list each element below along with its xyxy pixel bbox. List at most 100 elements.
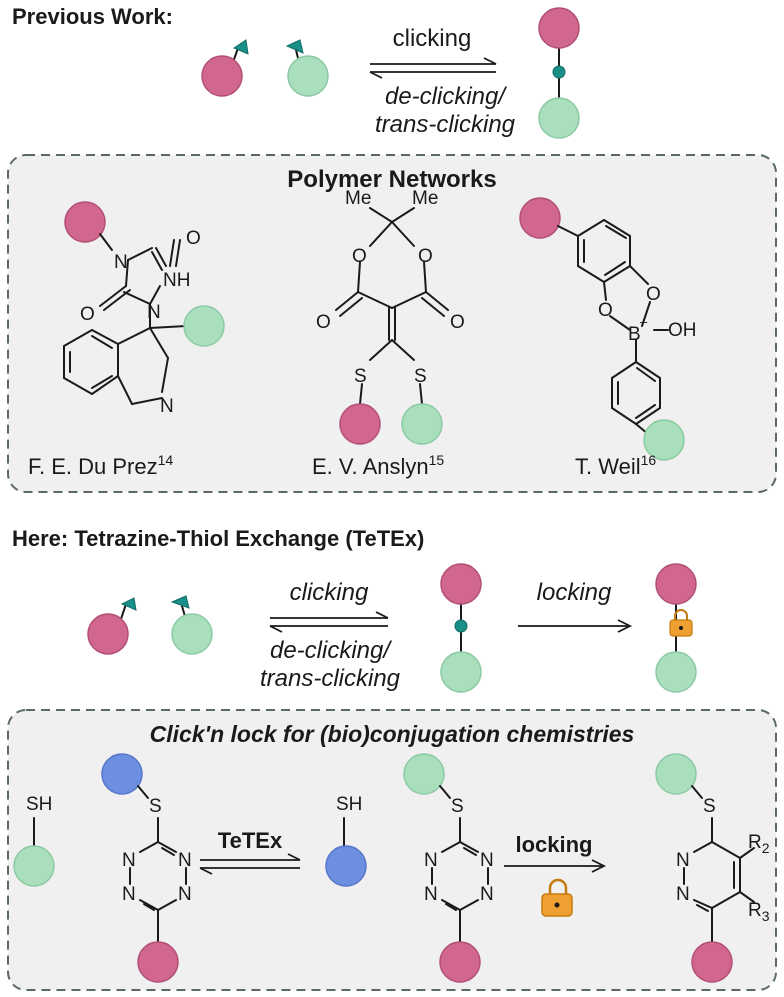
atom-label: O xyxy=(352,246,367,267)
structure-du-prez: O N NH O N N xyxy=(63,201,225,417)
lock-icon xyxy=(541,878,573,917)
here-heading: Here: Tetrazine-Thiol Exchange (TeTEx) xyxy=(12,526,424,551)
pink-sphere xyxy=(519,197,561,239)
blue-sphere xyxy=(325,845,367,887)
green-sphere xyxy=(643,419,685,461)
green-sphere xyxy=(287,55,329,97)
pink-sphere xyxy=(201,55,243,97)
atom-label: SH xyxy=(26,794,52,815)
prev-declicking-label: de-clicking/ xyxy=(385,83,507,110)
green-sphere xyxy=(171,613,213,655)
tetex-label: TeTEx xyxy=(218,828,283,853)
citation-weil: T. Weil16 xyxy=(575,452,656,479)
atom-label: Me xyxy=(412,188,438,209)
polymer-networks-title: Polymer Networks xyxy=(287,166,496,193)
green-sphere xyxy=(538,97,580,139)
atom-label: N xyxy=(147,302,161,323)
atom-label: O xyxy=(418,246,433,267)
click-handle-icon xyxy=(120,597,137,611)
blue-thiol: SH xyxy=(325,794,367,887)
pink-sphere xyxy=(655,563,697,605)
atom-label: – xyxy=(640,314,648,329)
tetrazine-green-pink: S N N N N xyxy=(403,753,494,983)
click-n-lock-panel xyxy=(7,709,777,991)
here-equilibrium-arrows xyxy=(269,611,389,633)
click-handle-icon xyxy=(232,39,249,55)
atom-label: N xyxy=(424,850,438,871)
pink-sphere xyxy=(64,201,106,243)
blue-sphere xyxy=(101,753,143,795)
linkage-dot-icon xyxy=(454,619,468,633)
pink-sphere xyxy=(538,7,580,49)
atom-label: OH xyxy=(668,320,697,341)
atom-label: O xyxy=(80,304,95,325)
atom-label: SH xyxy=(336,794,362,815)
atom-label: S xyxy=(149,796,162,817)
green-thiol: SH xyxy=(13,794,55,887)
atom-label: N xyxy=(122,850,136,871)
atom-label: N xyxy=(480,884,494,905)
prev-clicking-label: clicking xyxy=(393,25,472,52)
green-sphere xyxy=(655,651,697,693)
green-sphere xyxy=(401,403,443,445)
green-sphere xyxy=(13,845,55,887)
atom-label: B xyxy=(628,324,641,345)
atom-label: S xyxy=(703,796,716,817)
atom-label: N xyxy=(122,884,136,905)
here-clicking-label: clicking xyxy=(290,579,369,606)
atom-label: S xyxy=(414,366,427,387)
atom-label: N xyxy=(178,884,192,905)
atom-label: O xyxy=(450,312,465,333)
atom-label: N xyxy=(178,850,192,871)
atom-label: O xyxy=(646,284,661,305)
here-transclicking-label: trans-clicking xyxy=(260,665,401,692)
structure-anslyn: Me Me O O O O S S xyxy=(316,188,465,445)
atom-label: O xyxy=(186,228,201,249)
r2-label: R2 xyxy=(748,832,770,856)
linkage-dot-icon xyxy=(552,65,566,79)
atom-label: N xyxy=(424,884,438,905)
atom-label: N xyxy=(114,252,128,273)
green-sphere xyxy=(655,753,697,795)
pink-sphere xyxy=(439,941,481,983)
atom-label: O xyxy=(316,312,331,333)
here-locked-product xyxy=(655,563,697,693)
here-separate-partners xyxy=(87,595,213,655)
citation-anslyn: E. V. Anslyn15 xyxy=(312,452,444,479)
click-handle-icon xyxy=(170,595,190,609)
atom-label: Me xyxy=(345,188,371,209)
atom-label: S xyxy=(451,796,464,817)
atom-label: N xyxy=(676,850,690,871)
pyridazine-product: S N N R2 R3 xyxy=(655,753,770,983)
previous-work-heading: Previous Work: xyxy=(12,4,173,29)
atom-label: NH xyxy=(163,270,190,291)
prev-clicked-product xyxy=(538,7,580,139)
here-clicked-product xyxy=(440,563,482,693)
click-n-lock-title: Click'n lock for (bio)conjugation chemis… xyxy=(150,721,635,747)
structure-weil: O O B – OH xyxy=(519,197,697,461)
pink-sphere xyxy=(440,563,482,605)
atom-label: N xyxy=(160,396,174,417)
pink-sphere xyxy=(87,613,129,655)
prev-separate-partners xyxy=(201,39,329,97)
tetex-equilibrium-arrows xyxy=(199,853,301,875)
click-handle-icon xyxy=(285,39,304,54)
here-locking-label: locking xyxy=(537,579,612,606)
prev-transclicking-label: trans-clicking xyxy=(375,111,516,138)
citation-du-prez: F. E. Du Prez14 xyxy=(28,452,173,479)
atom-label: S xyxy=(354,366,367,387)
atom-label: N xyxy=(676,884,690,905)
here-declicking-label: de-clicking/ xyxy=(270,637,392,664)
panel-locking-label: locking xyxy=(515,832,592,857)
green-sphere xyxy=(440,651,482,693)
green-sphere xyxy=(183,305,225,347)
pink-sphere xyxy=(339,403,381,445)
atom-label: O xyxy=(598,300,613,321)
prev-equilibrium-arrows xyxy=(369,57,497,79)
green-sphere xyxy=(403,753,445,795)
pink-sphere xyxy=(137,941,179,983)
tetrazine-blue-pink: S N N N N xyxy=(101,753,192,983)
r3-label: R3 xyxy=(748,900,770,924)
pink-sphere xyxy=(691,941,733,983)
